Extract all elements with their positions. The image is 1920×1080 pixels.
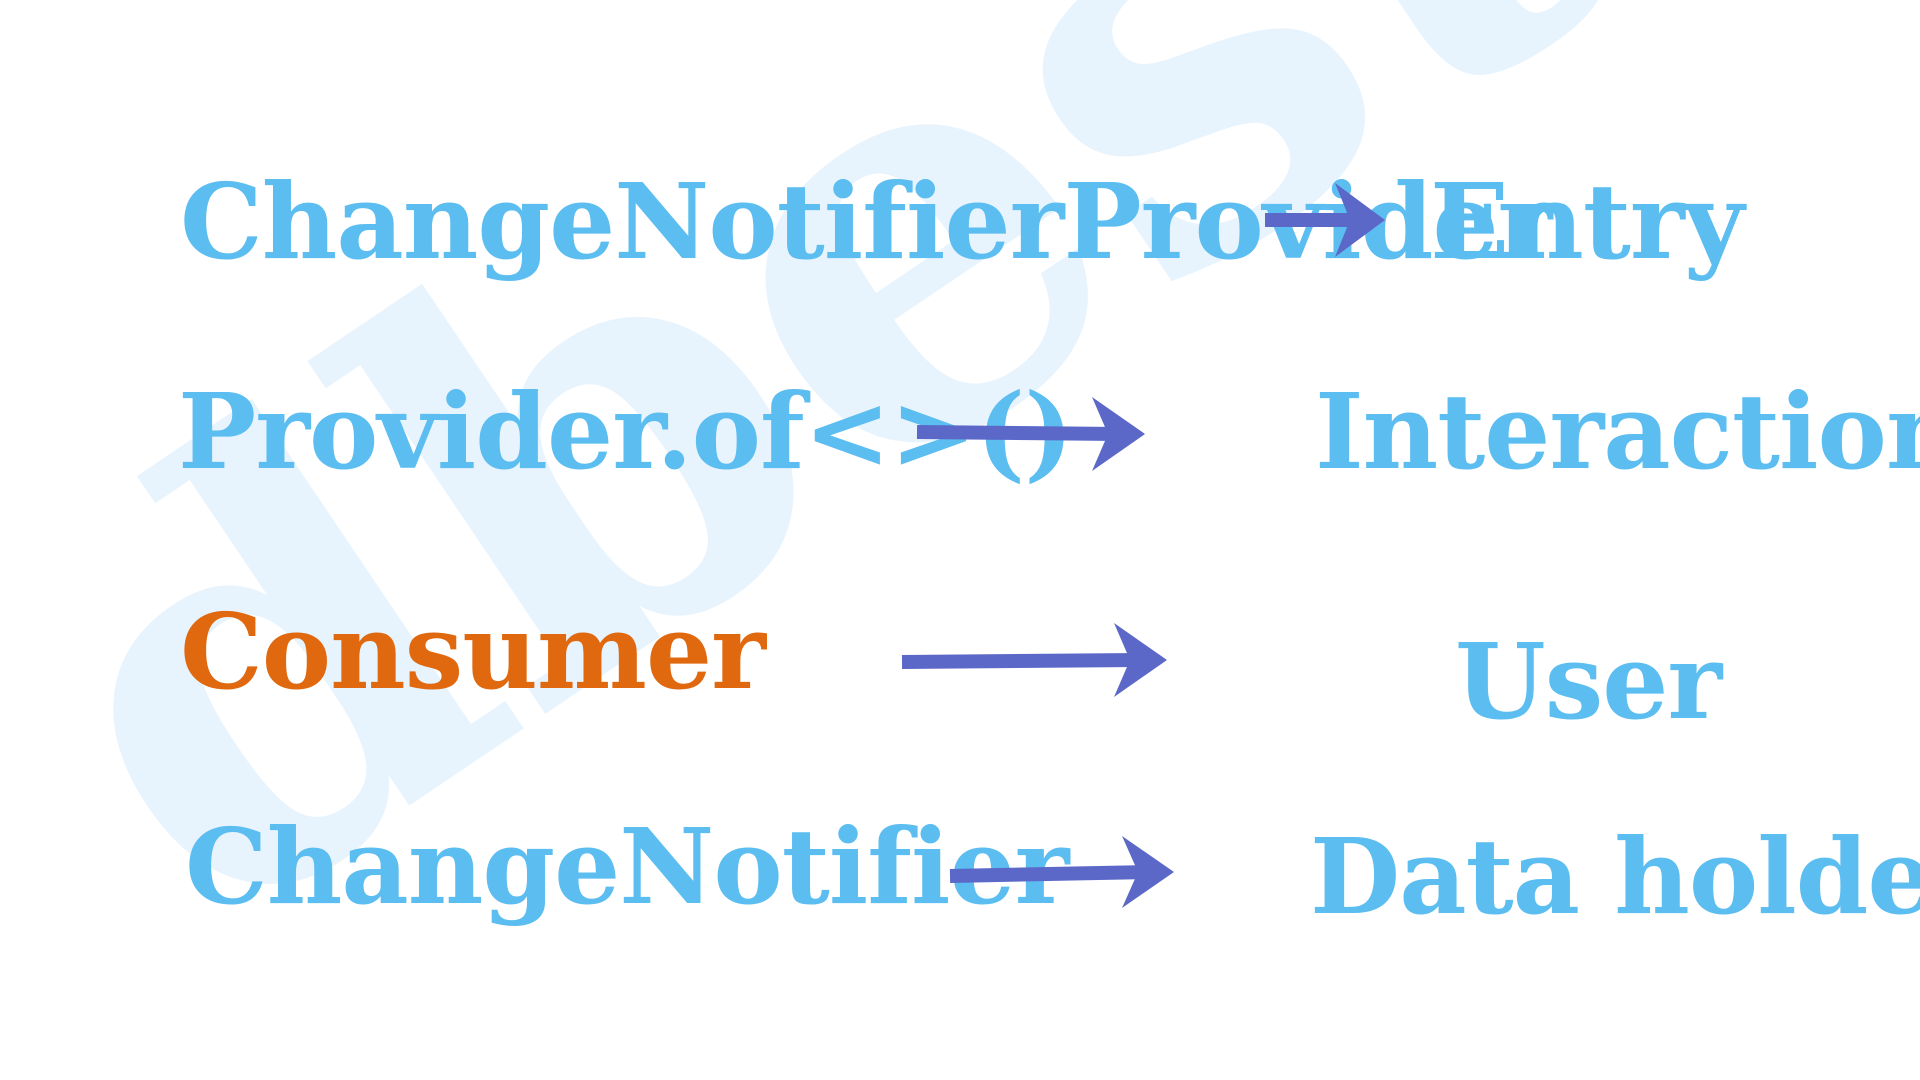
role-user: User <box>1455 620 1722 743</box>
term-change-notifier-provider: ChangeNotifierProvider <box>180 160 1552 283</box>
term-change-notifier: ChangeNotifier <box>185 805 1069 928</box>
role-interaction: Interaction <box>1315 370 1920 493</box>
role-data-holder: Data holder <box>1310 815 1920 938</box>
role-entry: Entry <box>1430 160 1744 283</box>
arrow-row-3 <box>901 623 1167 697</box>
term-provider-of: Provider.of<>() <box>178 370 1073 493</box>
term-consumer: Consumer <box>180 590 766 713</box>
